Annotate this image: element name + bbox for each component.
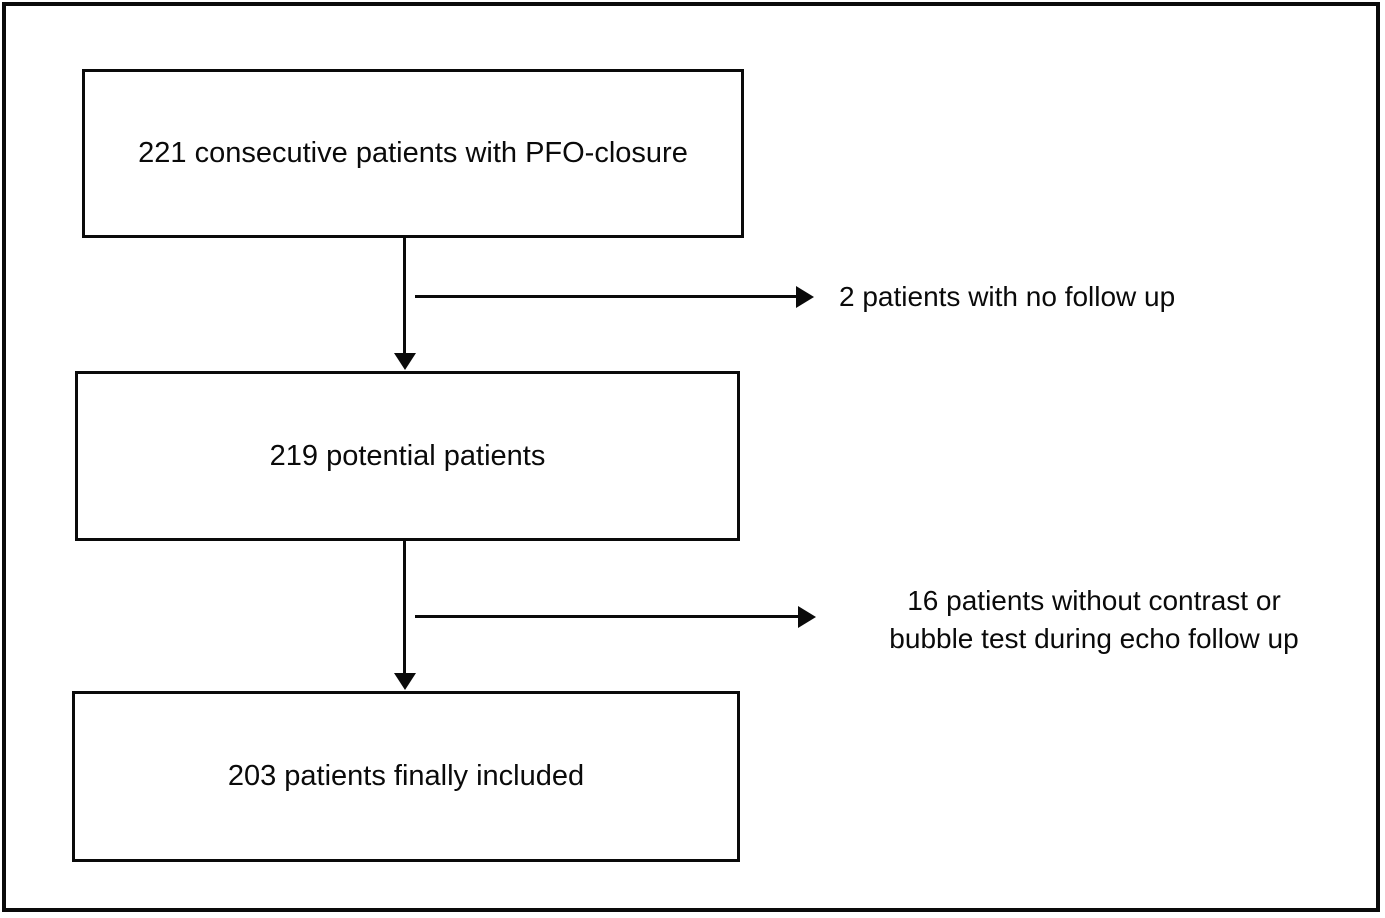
exclusion-label-no-follow-up: 2 patients with no follow up: [839, 278, 1175, 316]
flow-box-included-patients: 203 patients finally included: [72, 691, 740, 862]
connector-line-box1-box2: [403, 237, 406, 358]
connector-line-box2-box3: [403, 540, 406, 678]
flow-box-potential-patients: 219 potential patients: [75, 371, 740, 541]
exclusion-branch-line-2: [415, 615, 798, 618]
flow-box-consecutive-patients-label: 221 consecutive patients with PFO-closur…: [138, 137, 688, 170]
exclusion-label-no-bubble-test: 16 patients without contrast or bubble t…: [853, 582, 1335, 658]
exclusion-label-no-bubble-test-line2: bubble test during echo follow up: [889, 623, 1299, 654]
exclusion-label-no-follow-up-line1: 2 patients with no follow up: [839, 281, 1176, 312]
arrowhead-down-box3-icon: [394, 673, 416, 690]
flow-box-potential-patients-label: 219 potential patients: [269, 439, 546, 472]
arrowhead-down-box2-icon: [394, 353, 416, 370]
flow-box-included-patients-label: 203 patients finally included: [227, 760, 585, 793]
exclusion-label-no-bubble-test-line1: 16 patients without contrast or: [907, 585, 1281, 616]
flow-box-consecutive-patients: 221 consecutive patients with PFO-closur…: [82, 69, 744, 238]
arrowhead-right-exclusion1-icon: [796, 286, 814, 308]
arrowhead-right-exclusion2-icon: [798, 606, 816, 628]
exclusion-branch-line-1: [415, 295, 796, 298]
